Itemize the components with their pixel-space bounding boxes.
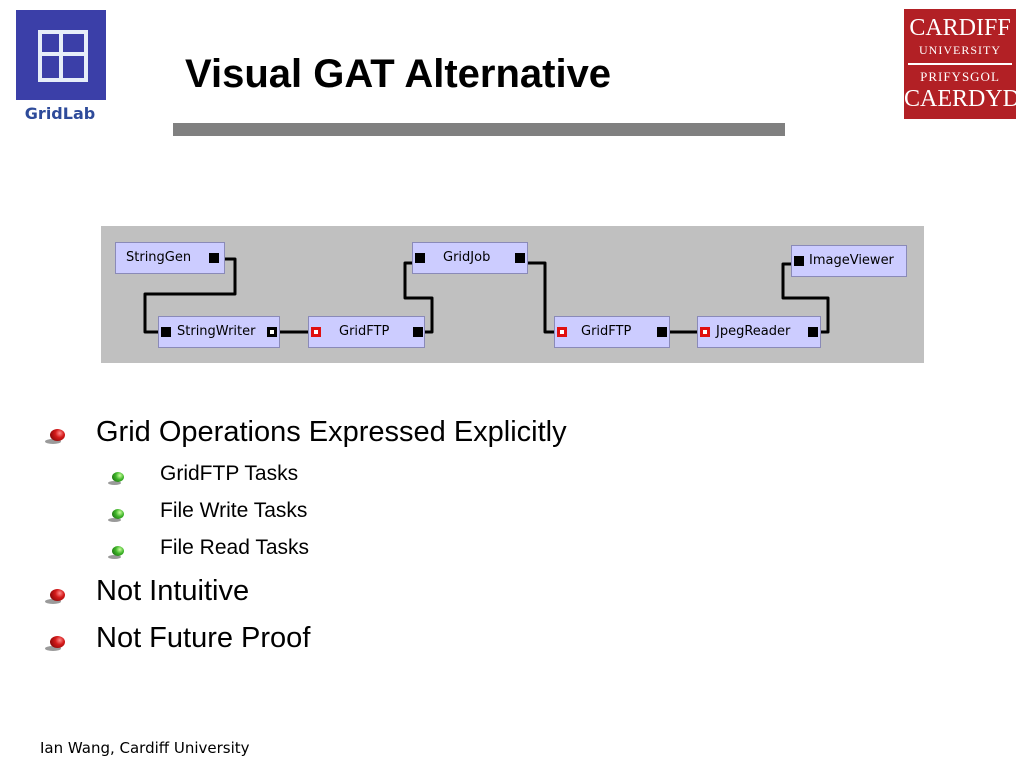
bullet-green-icon — [112, 546, 124, 556]
footer-author: Ian Wang, Cardiff University — [40, 739, 250, 757]
node-jpegreader[interactable]: JpegReader — [697, 316, 821, 348]
cardiff-university-logo: CARDIFF UNIVERSITY PRIFYSGOL CAERDYDD — [904, 9, 1024, 119]
bullet-green-icon — [112, 472, 124, 482]
connector-gridftp-gridjob — [403, 261, 434, 334]
bullet-green-icon — [112, 509, 124, 519]
bullet-shadow — [45, 599, 61, 604]
sub-bullet-file-write-tasks: File Write Tasks — [160, 499, 308, 522]
workflow-connectors — [143, 257, 830, 334]
input-port[interactable] — [161, 327, 171, 337]
bullet-shadow — [108, 518, 121, 522]
gridlab-logo-hbar — [38, 52, 88, 56]
title-rule — [173, 123, 785, 136]
bullet-not-future-proof: Not Future Proof — [96, 622, 311, 654]
input-port[interactable] — [794, 256, 804, 266]
node-label: GridJob — [443, 250, 491, 265]
node-label: GridFTP — [339, 324, 390, 339]
node-label: StringGen — [126, 250, 192, 265]
output-port[interactable] — [515, 253, 525, 263]
gridlab-logo-frame — [38, 30, 88, 82]
node-imageviewer[interactable]: ImageViewer — [791, 245, 907, 277]
bullet-shadow — [108, 481, 121, 485]
bullet-red-icon — [50, 636, 65, 648]
node-stringgen[interactable]: StringGen — [115, 242, 225, 274]
output-port[interactable] — [267, 327, 277, 337]
connector-gridjob-gridftp — [522, 261, 557, 334]
output-port[interactable] — [413, 327, 423, 337]
node-label: GridFTP — [581, 324, 632, 339]
sub-bullet-gridftp-tasks: GridFTP Tasks — [160, 462, 299, 485]
gridlab-logo-vbar — [59, 30, 63, 82]
node-gridjob[interactable]: GridJob — [412, 242, 528, 274]
input-port[interactable] — [415, 253, 425, 263]
bullet-red-icon — [50, 429, 65, 441]
connector-stringgen-stringwriter — [143, 257, 237, 334]
node-label: ImageViewer — [809, 253, 894, 268]
bullet-shadow — [45, 646, 61, 651]
slide-title: Visual GAT Alternative — [185, 52, 612, 96]
cardiff-logo-line-2: UNIVERSITY — [919, 43, 1001, 57]
bullet-shadow — [108, 555, 121, 559]
cardiff-logo-line-1: CARDIFF — [909, 15, 1011, 41]
input-port[interactable] — [700, 327, 710, 337]
gridlab-logo: GridLab — [12, 8, 108, 124]
node-label: StringWriter — [177, 324, 256, 339]
input-port[interactable] — [311, 327, 321, 337]
output-port[interactable] — [808, 327, 818, 337]
bullet-not-intuitive: Not Intuitive — [96, 575, 250, 607]
cardiff-logo-line-3: PRIFYSGOL — [920, 69, 1000, 84]
cardiff-logo-divider — [908, 63, 1012, 65]
node-gridftp-1[interactable]: GridFTP — [308, 316, 425, 348]
gridlab-logo-text: GridLab — [24, 104, 96, 123]
sub-bullet-file-read-tasks: File Read Tasks — [160, 536, 310, 559]
output-port[interactable] — [657, 327, 667, 337]
node-gridftp-2[interactable]: GridFTP — [554, 316, 670, 348]
connector-jpegreader-imageviewer — [781, 262, 830, 334]
node-stringwriter[interactable]: StringWriter — [158, 316, 280, 348]
bullet-grid-operations: Grid Operations Expressed Explicitly — [96, 416, 567, 448]
output-port[interactable] — [209, 253, 219, 263]
node-label: JpegReader — [716, 324, 791, 339]
cardiff-logo-line-4: CAERDYDD — [904, 86, 1024, 112]
workflow-diagram: StringGen StringWriter GridFTP GridJob G… — [101, 226, 924, 363]
input-port[interactable] — [557, 327, 567, 337]
bullet-shadow — [45, 439, 61, 444]
bullet-red-icon — [50, 589, 65, 601]
